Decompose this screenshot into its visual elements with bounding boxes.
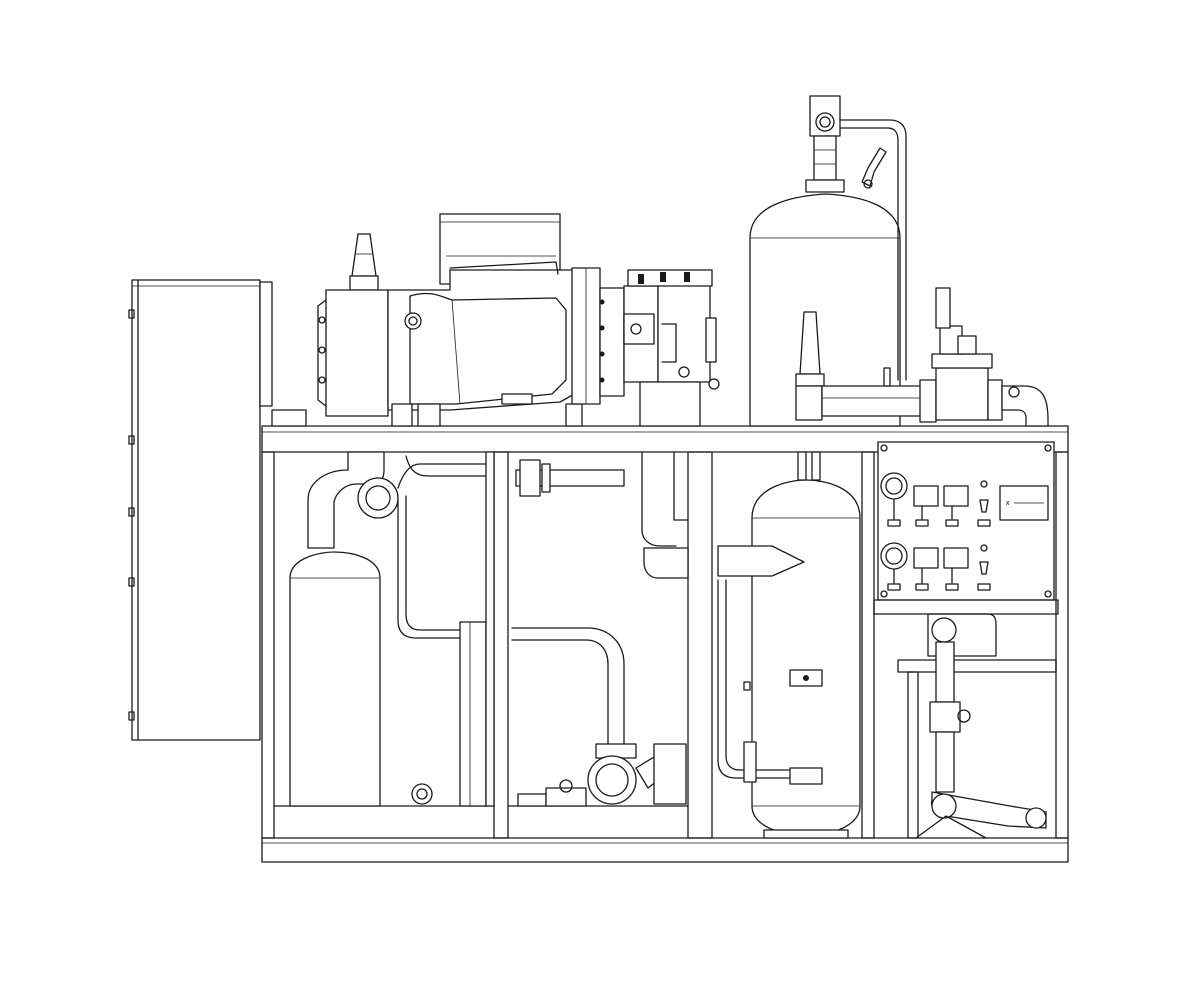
discharge-pipework — [795, 287, 1049, 427]
lower-left-vessel — [289, 451, 495, 807]
screw-compressor — [317, 213, 720, 427]
oil-pump-assembly — [511, 451, 689, 807]
lower-right-valve-train — [897, 613, 1057, 839]
oil-separator-vessel — [749, 95, 907, 427]
electrical-cabinet — [128, 279, 273, 741]
svg-text:X: X — [1006, 501, 1010, 507]
receiver-vessel — [717, 451, 861, 839]
instrument-panel: X — [873, 441, 1059, 615]
